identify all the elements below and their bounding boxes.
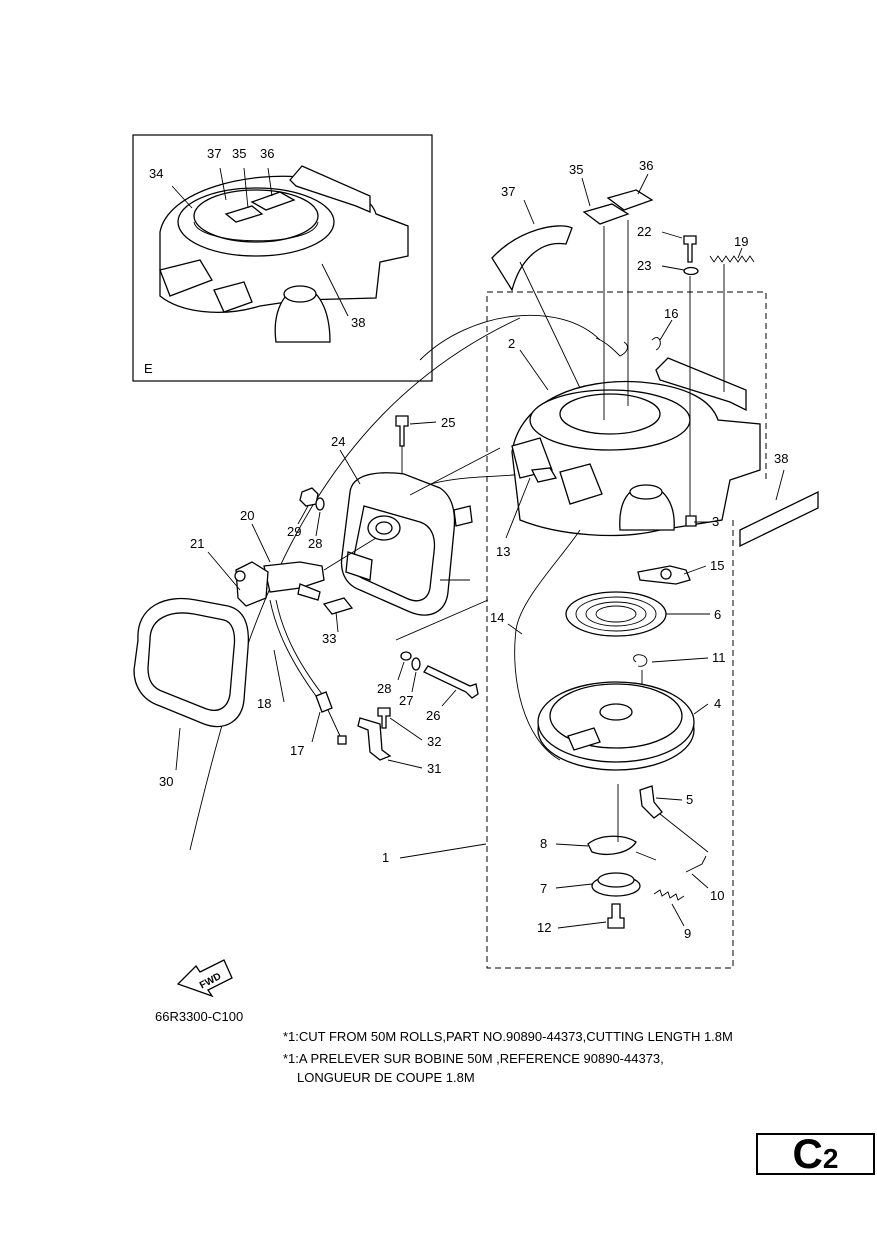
bolt-12	[607, 903, 625, 929]
note-line-3: LONGUEUR DE COUPE 1.8M	[297, 1070, 475, 1085]
sheave-drum-4	[537, 681, 695, 771]
label-33	[322, 597, 354, 615]
callout: 28	[377, 681, 391, 696]
bolt-32	[377, 707, 391, 729]
bolt-25	[395, 415, 409, 447]
starter-case-2	[511, 357, 761, 537]
inset-callout-38: 38	[351, 315, 365, 330]
washer-28-lower	[400, 651, 412, 661]
callout: 5	[686, 792, 693, 807]
washer-23	[683, 266, 699, 276]
nut-29	[299, 487, 319, 507]
strip-38	[739, 490, 819, 548]
callout: 18	[257, 696, 271, 711]
callout: 19	[734, 234, 748, 249]
recoil-spring-6	[565, 591, 667, 637]
callout: 21	[190, 536, 204, 551]
plate-8	[587, 835, 637, 856]
callout: 4	[714, 696, 721, 711]
inset-callout-34: 34	[149, 166, 163, 181]
inset-label: E	[144, 361, 153, 376]
inset-callout-36: 36	[260, 146, 274, 161]
bolt-26	[423, 665, 479, 699]
callout: 3	[712, 514, 719, 529]
callout: 11	[712, 650, 726, 665]
callout: 32	[427, 734, 441, 749]
bolt-3	[685, 515, 697, 527]
inset-callout-35: 35	[232, 146, 246, 161]
callout: 2	[508, 336, 515, 351]
cable-18	[269, 599, 323, 697]
cable-end-17	[315, 691, 333, 713]
inset-callout-37: 37	[207, 146, 221, 161]
callout: 8	[540, 836, 547, 851]
label-35	[582, 203, 630, 225]
page-label-box: C 2	[756, 1133, 875, 1175]
callout: 36	[639, 158, 653, 173]
callout: 37	[501, 184, 515, 199]
page-number: 2	[822, 1143, 839, 1174]
callout: 27	[399, 693, 413, 708]
callout: 16	[664, 306, 678, 321]
drive-plate-5	[639, 785, 663, 819]
callout: 24	[331, 434, 345, 449]
choke-link-20	[234, 561, 325, 607]
callout: 20	[240, 508, 254, 523]
spring-19	[709, 255, 755, 263]
callout: 25	[441, 415, 455, 430]
callout: 17	[290, 743, 304, 758]
callout: 14	[490, 610, 504, 625]
callout: 26	[426, 708, 440, 723]
callout: 35	[569, 162, 583, 177]
callout: 7	[540, 881, 547, 896]
cap-7	[591, 872, 641, 897]
callout: 23	[637, 258, 651, 273]
bolt-22	[683, 235, 697, 263]
callout: 33	[322, 631, 336, 646]
note-line-2: *1:A PRELEVER SUR BOBINE 50M ,REFERENCE …	[283, 1051, 664, 1066]
seal-30	[133, 597, 250, 728]
callout: 38	[774, 451, 788, 466]
drawing-code: 66R3300-C100	[155, 1009, 244, 1024]
note-line-1: *1:CUT FROM 50M ROLLS,PART NO.90890-4437…	[283, 1029, 733, 1044]
callout: 31	[427, 761, 441, 776]
silencer-frame-24	[340, 472, 473, 616]
callout: 6	[714, 607, 721, 622]
callout: 22	[637, 224, 651, 239]
leader-lines	[175, 173, 785, 929]
inset-view-e: 37 35 36 34 38 E	[132, 134, 433, 382]
callout: 13	[496, 544, 510, 559]
page-letter: C	[792, 1130, 823, 1177]
spring-10	[685, 855, 707, 873]
callout: 9	[684, 926, 691, 941]
callout: 1	[382, 850, 389, 865]
clip-16	[651, 337, 661, 351]
callout: 29	[287, 524, 301, 539]
callout: 28	[308, 536, 322, 551]
assembly-boundary	[486, 291, 767, 969]
clip-11	[633, 654, 648, 667]
callout: 10	[710, 888, 724, 903]
washer-27	[411, 657, 421, 671]
washer-28-upper	[315, 497, 325, 511]
bracket-31	[357, 717, 392, 761]
label-36	[606, 189, 654, 211]
rope-14	[514, 529, 581, 761]
callout-numbers: 37 35 36 22 19 23 16 2 25 24 29 28 20 21…	[159, 158, 788, 941]
callout: 15	[710, 558, 724, 573]
rope-upper	[419, 314, 601, 361]
fwd-arrow-icon: FWD	[176, 959, 233, 998]
outline-curve-left	[189, 317, 521, 851]
callout: 12	[537, 920, 551, 935]
decal-37	[491, 225, 573, 292]
spring-9	[653, 889, 685, 901]
clamp-13	[531, 467, 558, 483]
callout: 30	[159, 774, 173, 789]
